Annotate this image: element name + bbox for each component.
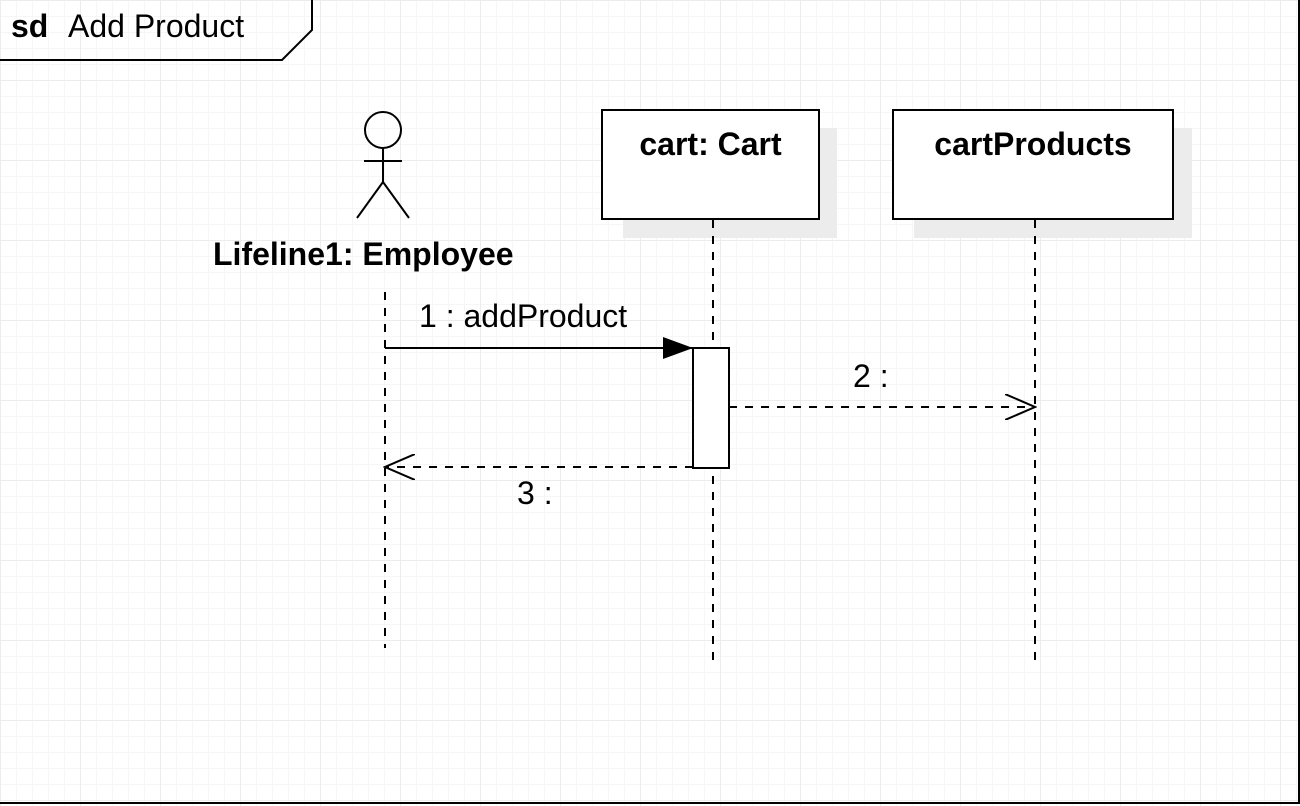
message-2-label[interactable]: 2 : — [853, 358, 889, 394]
frame-name[interactable]: Add Product — [68, 8, 245, 44]
cartproducts-lifeline-box[interactable] — [892, 109, 1174, 220]
cartproducts-lifeline-label: cartProducts — [934, 126, 1132, 162]
message-3-label[interactable]: 3 : — [517, 475, 553, 511]
actor-lifeline-label[interactable]: Lifeline1: Employee — [213, 236, 514, 272]
message-1-label[interactable]: 1 : addProduct — [419, 298, 628, 334]
cart-lifeline-label: cart: Cart — [639, 126, 782, 162]
cart-activation-bar[interactable] — [692, 347, 730, 469]
stick-figure-icon — [356, 111, 410, 219]
cart-lifeline-box[interactable] — [601, 109, 820, 220]
frame-label-tab — [0, 0, 313, 61]
frame-keyword: sd — [11, 8, 49, 44]
